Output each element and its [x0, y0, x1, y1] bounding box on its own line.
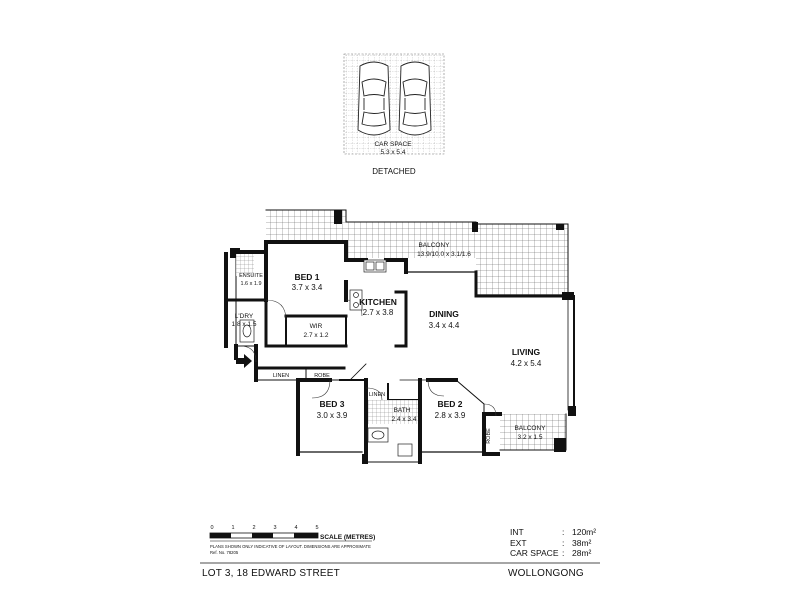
area-row-car: CAR SPACE : 28m² — [510, 548, 592, 558]
scale-ref: Ref. No. 78205 — [210, 550, 239, 555]
area-summary: INT : 120m² EXT : 38m² CAR SPACE : 28m² — [510, 527, 596, 559]
scale-label: SCALE (METRES) — [320, 534, 375, 541]
area-value: 28m² — [572, 548, 592, 558]
property-address: LOT 3, 18 EDWARD STREET — [202, 568, 340, 579]
property-suburb: WOLLONGONG — [508, 568, 584, 579]
balcony-small-name: BALCONY — [514, 425, 546, 432]
wir-name: WIR — [310, 323, 323, 330]
scale-tick-1: 1 — [231, 525, 234, 531]
balcony-main-area-3 — [476, 224, 568, 296]
ensuite-dims: 1.6 x 1.9 — [240, 281, 261, 287]
bed2-name: BED 2 — [437, 399, 462, 409]
dining-dims: 3.4 x 4.4 — [429, 321, 460, 330]
wir-dims: 2.7 x 1.2 — [304, 332, 329, 339]
ensuite-name: ENSUITE — [239, 273, 263, 279]
scale-tick-0: 0 — [210, 525, 213, 531]
area-key: INT — [510, 527, 524, 537]
scale-tick-2: 2 — [252, 525, 255, 531]
bed3-name: BED 3 — [319, 399, 344, 409]
scale-disclaimer: PLANS SHOWN ONLY INDICATIVE OF LAYOUT. D… — [210, 544, 371, 549]
kitchen-name: KITCHEN — [359, 297, 397, 307]
door-swings — [239, 299, 497, 417]
entry-arrow-icon — [236, 354, 252, 368]
area-key: EXT — [510, 537, 527, 548]
area-value: 120m² — [572, 527, 597, 537]
car-space-type: DETACHED — [372, 167, 416, 176]
bath-name: BATH — [394, 407, 411, 414]
area-row-int: INT : 120m² — [510, 527, 597, 537]
robe-bed2-label: ROBE — [486, 428, 492, 444]
bed1-name: BED 1 — [294, 272, 319, 282]
scale-bar: 0 1 2 3 4 5 SCALE (METRES) PLANS SHOWN O… — [209, 525, 375, 555]
area-row-ext: EXT : 38m² — [510, 537, 592, 548]
bed2-dims: 2.8 x 3.9 — [435, 411, 466, 420]
balcony-main-name: BALCONY — [418, 242, 450, 249]
balcony-main-area — [266, 210, 346, 242]
car-icon-right — [398, 61, 432, 136]
bed3-dims: 3.0 x 3.9 — [317, 411, 348, 420]
kitchen-dims: 2.7 x 3.8 — [363, 308, 394, 317]
scale-tick-4: 4 — [294, 525, 297, 531]
area-key: CAR SPACE — [510, 548, 559, 558]
balcony-main-dims: 13.9/10.0 x 3.1/1.6 — [417, 251, 471, 258]
bath-shower — [368, 400, 418, 424]
fixtures — [239, 259, 413, 457]
robe-hall-label: ROBE — [314, 373, 330, 379]
balcony-main-area-2 — [346, 222, 476, 258]
area-value: 38m² — [572, 537, 592, 548]
laundry-name: L'DRY — [235, 313, 254, 320]
scale-tick-5: 5 — [315, 525, 318, 531]
linen-hall-label: LINEN — [273, 373, 289, 379]
scale-tick-3: 3 — [273, 525, 276, 531]
bath-dims: 2.4 x 3.4 — [392, 416, 417, 423]
bed1-dims: 3.7 x 3.4 — [292, 283, 323, 292]
living-dims: 4.2 x 5.4 — [511, 359, 542, 368]
car-space: CAR SPACE 5.3 x 5.4 — [343, 53, 445, 156]
car-icon-left — [357, 61, 391, 136]
car-space-dims: 5.3 x 5.4 — [381, 149, 406, 156]
living-name: LIVING — [512, 347, 541, 357]
dining-name: DINING — [429, 309, 459, 319]
linen-bath-label: LINEN — [369, 392, 385, 398]
laundry-dims: 1.8 x 1.5 — [232, 321, 257, 328]
wall-blocks — [230, 210, 576, 464]
balcony-small-dims: 3.2 x 1.5 — [518, 434, 543, 441]
car-space-label: CAR SPACE — [374, 141, 412, 148]
ensuite-shower — [236, 254, 254, 276]
